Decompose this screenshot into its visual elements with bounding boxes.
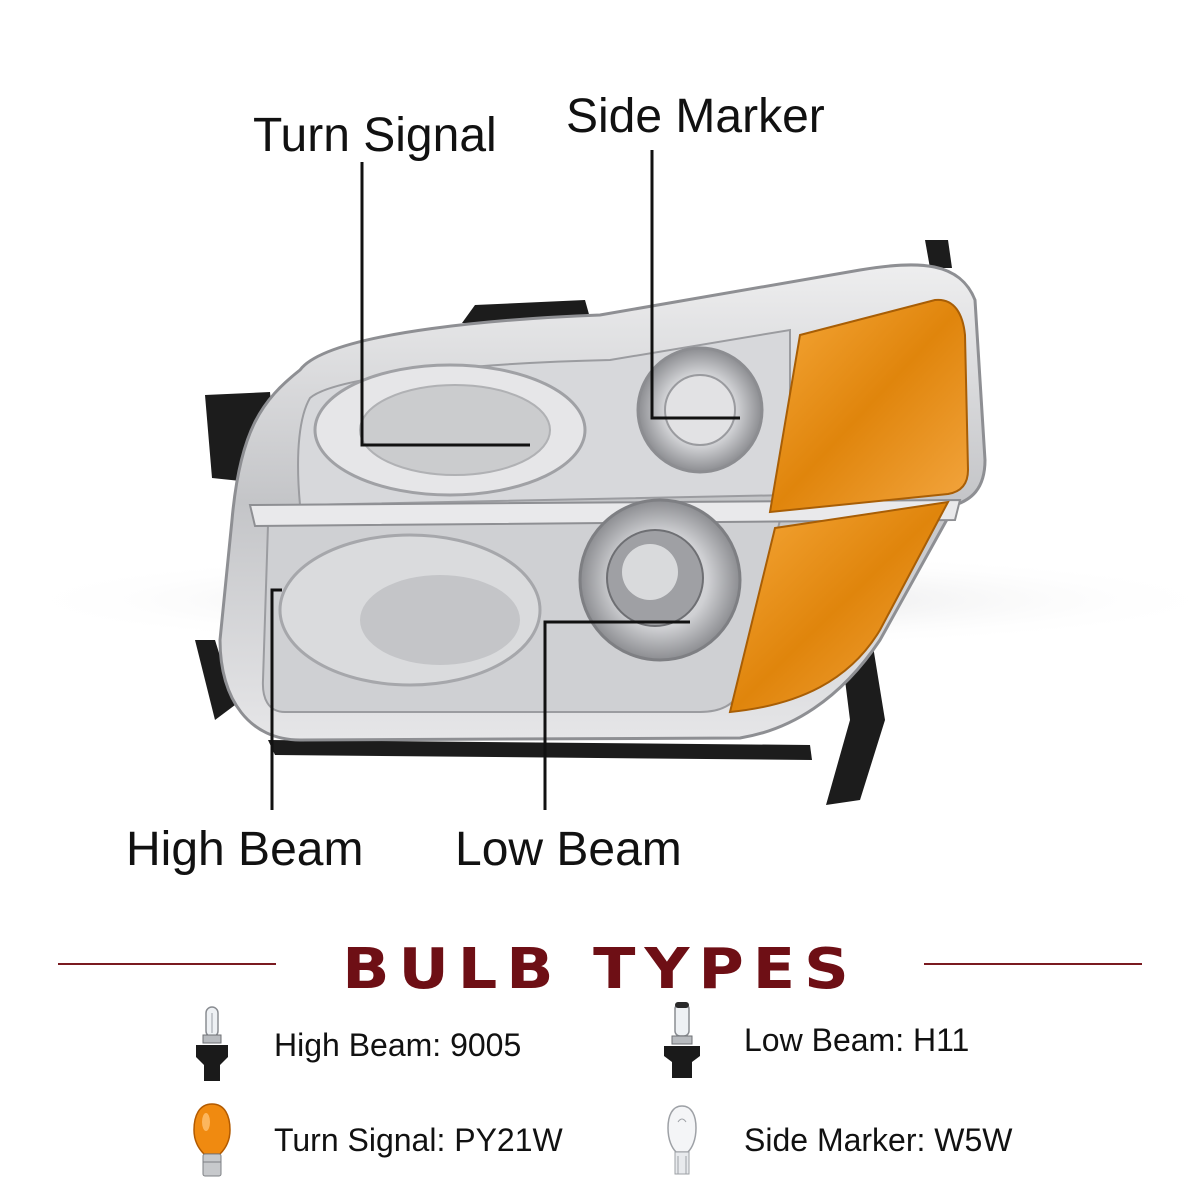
amber-bulb-py21w-icon: [193, 1103, 231, 1177]
bulb-label-high-beam: High Beam: 9005: [274, 1026, 522, 1063]
bulb-item-high-beam: High Beam: 9005: [190, 1005, 521, 1085]
title-rule-right: [924, 963, 1142, 965]
halogen-bulb-9005-icon: [196, 1006, 228, 1081]
high-beam-leader: [270, 588, 282, 810]
bulb-label-turn-signal: Turn Signal: PY21W: [274, 1121, 563, 1158]
bulb-label-low-beam: Low Beam: H11: [744, 1021, 970, 1058]
turn-signal-leader: [360, 162, 530, 447]
headlamp-assembly-illustration: [0, 150, 1200, 810]
amber-side-lens: [768, 298, 970, 514]
bulb-item-low-beam: Low Beam: H11: [660, 1000, 969, 1080]
callout-leaders: [270, 150, 740, 810]
side-marker-callout: Side Marker: [566, 90, 825, 143]
halogen-bulb-h11-icon: [664, 1002, 700, 1078]
bulb-item-turn-signal: Turn Signal: PY21W: [190, 1100, 563, 1180]
turn-signal-callout: Turn Signal: [253, 109, 497, 162]
low-beam-leader: [543, 620, 690, 810]
bulb-item-side-marker: Side Marker: W5W: [660, 1100, 1012, 1180]
wedge-bulb-w5w-icon: [667, 1105, 697, 1175]
high-beam-callout: High Beam: [126, 823, 364, 876]
bulb-types-title: BULB TYPES: [342, 935, 858, 1002]
side-marker-leader: [650, 150, 740, 420]
title-rule-left: [58, 963, 276, 965]
bulb-label-side-marker: Side Marker: W5W: [744, 1121, 1013, 1158]
low-beam-callout: Low Beam: [455, 823, 682, 876]
